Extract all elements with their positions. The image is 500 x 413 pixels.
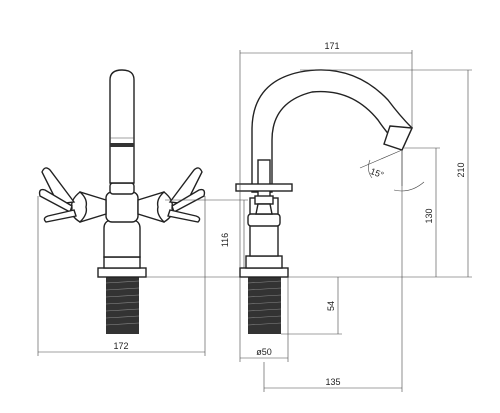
side-body-ring xyxy=(247,213,281,227)
dim-side-base-diameter: ø50 xyxy=(239,277,289,362)
dim-side-reach: 171 xyxy=(239,41,413,268)
front-aerator xyxy=(110,143,134,147)
side-base-collar xyxy=(245,255,283,269)
side-cross-handle xyxy=(235,159,293,215)
dim-label-130: 130 xyxy=(424,208,434,223)
dim-label-d50: ø50 xyxy=(256,347,272,357)
side-view: 171 210 130 54 ø50 xyxy=(235,41,472,392)
front-base-plate xyxy=(97,267,147,278)
dim-front-width: 172 xyxy=(37,196,206,356)
dim-side-spout-height: 130 xyxy=(404,147,440,277)
dim-front-height: 116 xyxy=(146,199,248,278)
side-base-plate xyxy=(239,267,289,278)
side-threaded-shank xyxy=(247,277,282,334)
dim-label-15deg: 15° xyxy=(369,166,386,180)
front-view: 116 172 xyxy=(37,69,248,356)
front-right-valve xyxy=(137,191,174,223)
dim-label-172: 172 xyxy=(113,341,128,351)
dim-label-116: 116 xyxy=(220,233,230,247)
front-right-handle xyxy=(167,167,206,223)
front-body-ring xyxy=(105,191,139,223)
dim-label-210: 210 xyxy=(456,162,466,177)
dim-swivel-angle: 15° xyxy=(359,149,425,192)
dim-label-54: 54 xyxy=(326,301,336,311)
dim-label-171: 171 xyxy=(324,41,339,51)
dim-side-total-height: 210 xyxy=(288,69,472,278)
front-body xyxy=(103,219,141,258)
front-left-valve xyxy=(70,191,107,223)
front-spout-neck xyxy=(109,182,135,195)
dim-side-thread-length: 54 xyxy=(281,277,342,335)
dim-label-135: 135 xyxy=(325,377,340,387)
dim-side-spout-projection: 135 xyxy=(263,150,403,392)
front-base-collar xyxy=(103,256,141,269)
front-spout xyxy=(109,69,135,184)
side-aerator xyxy=(383,125,414,151)
front-left-handle xyxy=(38,167,77,223)
front-threaded-shank xyxy=(105,277,140,334)
